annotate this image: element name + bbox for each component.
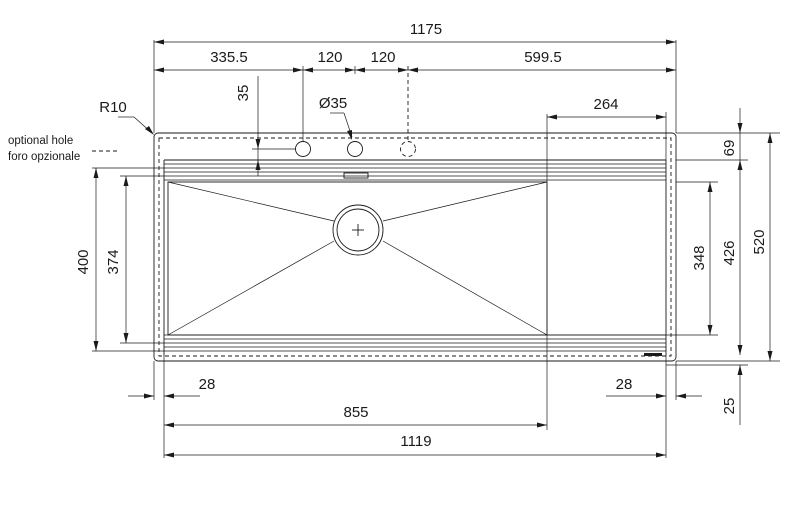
drain-outer [332, 204, 384, 256]
svg-text:R10: R10 [99, 99, 127, 116]
dim-corner-radius: R10 [99, 99, 154, 135]
svg-text:28: 28 [199, 376, 216, 393]
sink-outline [153, 132, 677, 362]
dim-right-verticals: 69 426 25 520 348 [547, 108, 780, 425]
svg-text:1175: 1175 [410, 21, 442, 38]
svg-text:335.5: 335.5 [210, 49, 248, 66]
svg-text:Ø35: Ø35 [319, 95, 347, 112]
svg-text:foro opzionale: foro opzionale [8, 151, 80, 163]
tap-hole-1 [295, 141, 311, 157]
svg-text:28: 28 [616, 376, 633, 393]
optional-tap-hole [400, 141, 416, 157]
svg-text:264: 264 [593, 96, 618, 113]
svg-text:25: 25 [721, 398, 738, 415]
brand-logo [644, 353, 662, 356]
svg-text:599.5: 599.5 [524, 49, 562, 66]
tap-holes [295, 141, 416, 157]
svg-text:1119: 1119 [400, 433, 431, 450]
dim-hole-diameter: Ø35 [319, 95, 353, 140]
dim-overall-width: 1175 [153, 21, 677, 133]
dim-drainer-width: 264 [546, 96, 667, 430]
back-ribs [164, 163, 666, 181]
front-ribs [164, 334, 666, 356]
svg-text:69: 69 [721, 140, 738, 157]
svg-text:855: 855 [343, 404, 368, 421]
dim-hole-chain: 335.5 120 120 599.5 [154, 49, 676, 142]
overflow-slot [343, 172, 369, 179]
svg-text:400: 400 [75, 249, 92, 274]
bowl [167, 181, 548, 336]
drain-inner [336, 208, 380, 252]
svg-text:120: 120 [317, 49, 342, 66]
optional-hole-note: optional hole foro opzionale [8, 135, 120, 163]
dim-bottom: 28 28 855 1119 [128, 356, 702, 458]
svg-text:optional hole: optional hole [8, 135, 73, 147]
svg-text:426: 426 [721, 240, 738, 265]
dim-left-verticals: 400 374 [75, 167, 164, 352]
dim-hole-depth: 35 [235, 76, 296, 176]
svg-text:35: 35 [235, 85, 252, 102]
svg-text:348: 348 [691, 245, 708, 270]
tap-hole-2 [347, 141, 363, 157]
svg-text:520: 520 [751, 229, 768, 254]
svg-text:120: 120 [370, 49, 395, 66]
svg-text:374: 374 [105, 249, 122, 274]
